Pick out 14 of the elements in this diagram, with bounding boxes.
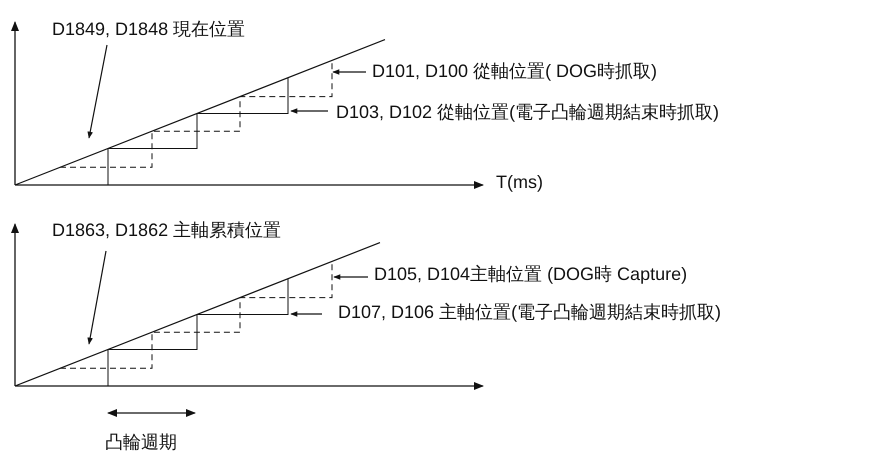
axis-label: T(ms) (496, 171, 543, 194)
callout-text: D107, D106 主軸位置(電子凸輪週期結束時抓取) (338, 302, 722, 322)
leader-arrow (290, 108, 328, 114)
leader-arrow (333, 274, 368, 280)
leader-arrow (87, 250, 107, 345)
dimension-label: 凸輪週期 (105, 431, 177, 454)
callout-text: D1863, D1862 主軸累積位置 (52, 220, 282, 240)
callout-text: D101, D100 從軸位置( DOG時抓取) (372, 61, 658, 81)
callout-text: D103, D102 從軸位置(電子凸輪週期結束時抓取) (336, 102, 720, 122)
leader-arrow (290, 311, 322, 317)
leader-arrow (332, 69, 366, 75)
leader-arrow (87, 44, 108, 139)
callout-text: D105, D104主軸位置 (DOG時 Capture) (374, 264, 688, 284)
callout-text: D1849, D1848 現在位置 (52, 19, 246, 39)
